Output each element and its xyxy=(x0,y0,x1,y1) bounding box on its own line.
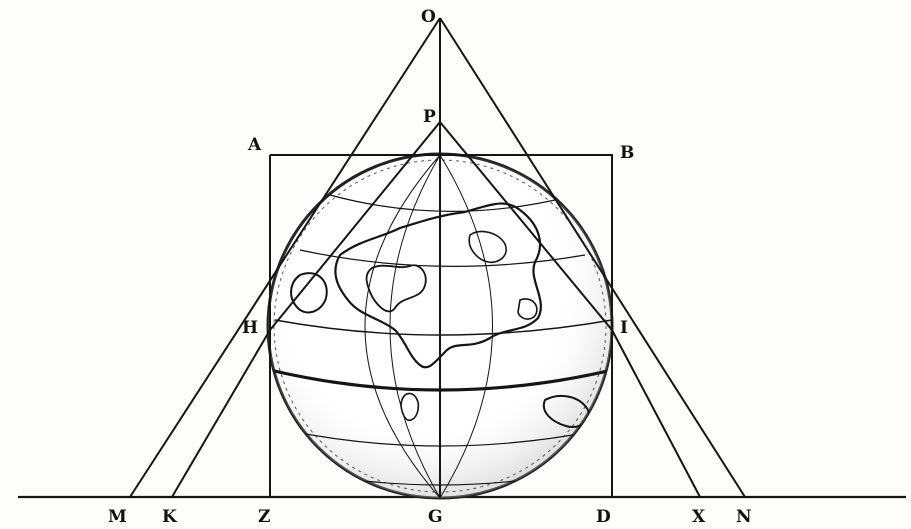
label-X: X xyxy=(692,507,706,527)
label-A: A xyxy=(247,135,262,155)
line-P-I xyxy=(439,121,613,331)
label-P: P xyxy=(423,107,436,127)
label-B: B xyxy=(620,143,634,163)
label-M: M xyxy=(108,507,127,527)
label-I: I xyxy=(620,318,628,338)
label-Z: Z xyxy=(258,507,270,527)
label-D: D xyxy=(596,507,611,527)
line-O-N xyxy=(439,17,746,498)
line-H-K xyxy=(171,329,271,498)
label-K: K xyxy=(162,507,178,527)
label-N: N xyxy=(736,507,752,527)
line-I-X xyxy=(611,329,701,498)
square-ABDZ xyxy=(269,154,613,497)
label-H: H xyxy=(242,318,258,338)
label-G: G xyxy=(428,507,443,527)
label-O: O xyxy=(421,7,436,27)
line-P-H xyxy=(269,121,441,331)
line-O-M xyxy=(129,17,441,498)
